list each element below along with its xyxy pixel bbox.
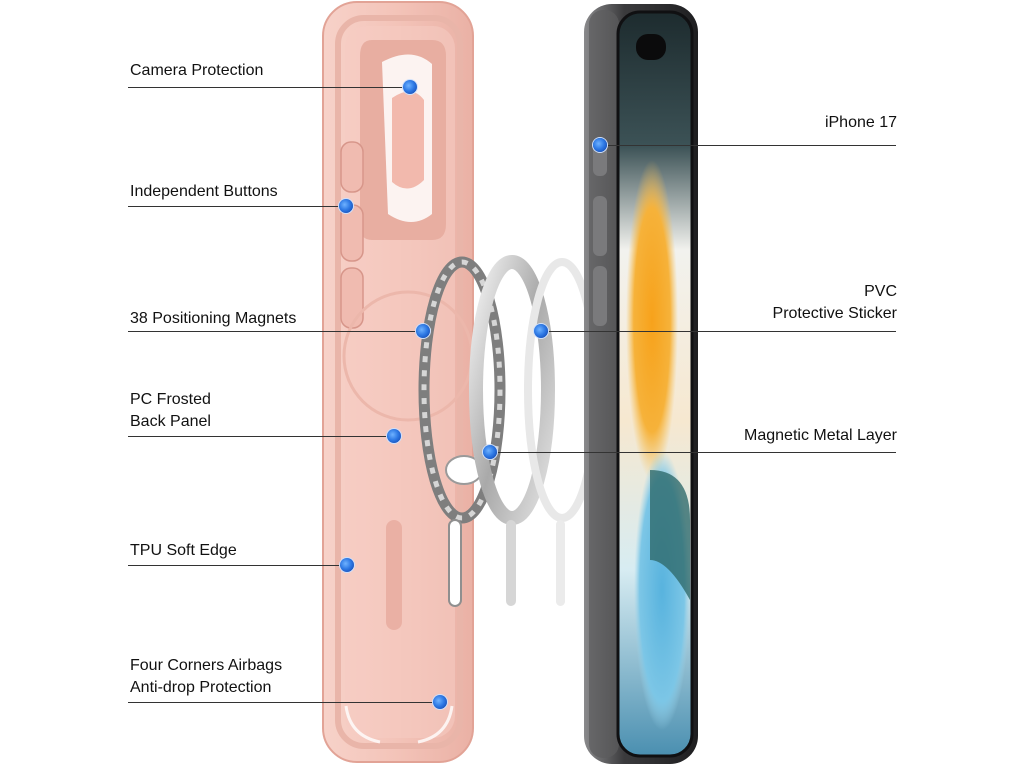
phone-case (323, 2, 473, 762)
label-corner-airbags: Four Corners Airbags Anti-drop Protectio… (130, 655, 282, 699)
leader-line-tpu-soft-edge (128, 565, 347, 566)
label-pvc-sticker: PVC Protective Sticker (773, 281, 897, 325)
callout-dot-metal-layer (483, 445, 497, 459)
leader-line-pvc-sticker (541, 331, 896, 332)
label-line: Magnetic Metal Layer (744, 425, 897, 447)
label-line: Protective Sticker (773, 303, 897, 325)
label-line: PC Frosted (130, 389, 211, 411)
leader-line-independent-buttons (128, 206, 346, 207)
leader-line-corner-airbags (128, 702, 440, 703)
leader-line-iphone-17 (600, 145, 896, 146)
callout-dot-pvc-sticker (534, 324, 548, 338)
callout-dot-pc-back-panel (387, 429, 401, 443)
label-line: Four Corners Airbags (130, 655, 282, 677)
label-line: PVC (773, 281, 897, 303)
leader-line-camera-protection (128, 87, 410, 88)
iphone-device (584, 4, 698, 764)
label-line: Back Panel (130, 411, 211, 433)
label-independent-buttons: Independent Buttons (130, 181, 278, 203)
callout-dot-iphone-17 (593, 138, 607, 152)
leader-line-metal-layer (490, 452, 896, 453)
label-line: Camera Protection (130, 60, 263, 82)
callout-dot-tpu-soft-edge (340, 558, 354, 572)
label-metal-layer: Magnetic Metal Layer (744, 425, 897, 447)
callout-dot-corner-airbags (433, 695, 447, 709)
label-line: TPU Soft Edge (130, 540, 237, 562)
label-positioning-magnets: 38 Positioning Magnets (130, 308, 296, 330)
label-camera-protection: Camera Protection (130, 60, 263, 82)
leader-line-positioning-magnets (128, 331, 423, 332)
label-pc-back-panel: PC Frosted Back Panel (130, 389, 211, 433)
label-iphone-17: iPhone 17 (825, 112, 897, 134)
leader-line-pc-back-panel (128, 436, 394, 437)
callout-dot-camera-protection (403, 80, 417, 94)
label-line: 38 Positioning Magnets (130, 308, 296, 330)
label-tpu-soft-edge: TPU Soft Edge (130, 540, 237, 562)
label-line: Anti-drop Protection (130, 677, 282, 699)
callout-dot-positioning-magnets (416, 324, 430, 338)
label-line: Independent Buttons (130, 181, 278, 203)
label-line: iPhone 17 (825, 112, 897, 134)
callout-dot-independent-buttons (339, 199, 353, 213)
